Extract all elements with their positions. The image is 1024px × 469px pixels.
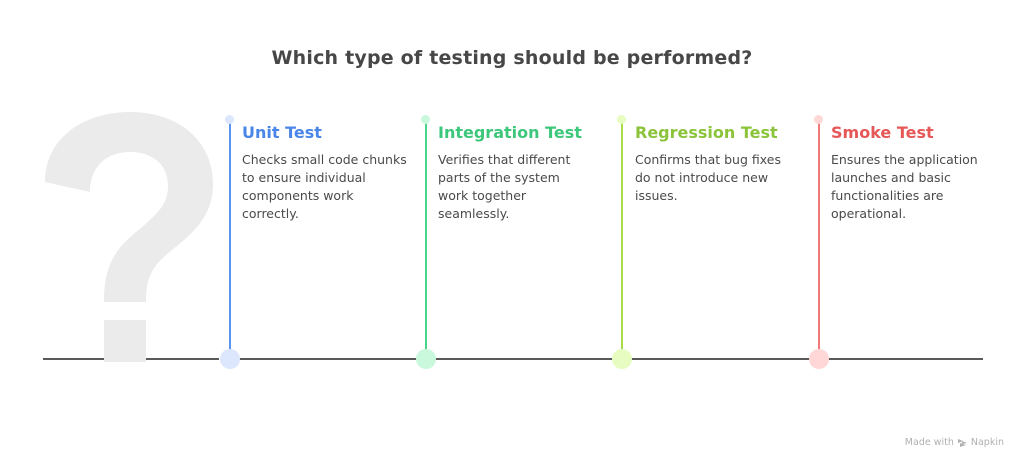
regression-test-title: Regression Test xyxy=(635,123,778,142)
smoke-test-top-dot xyxy=(814,115,823,124)
smoke-test-description: Ensures the application launches and bas… xyxy=(831,152,978,221)
unit-test-title: Unit Test xyxy=(242,123,322,142)
smoke-test-title: Smoke Test xyxy=(831,123,934,142)
regression-test-connector-line xyxy=(621,120,623,358)
integration-test-title: Integration Test xyxy=(438,123,582,142)
timeline-baseline-segment xyxy=(146,358,219,360)
unit-test-description: Checks small code chunks to ensure indiv… xyxy=(242,152,407,221)
regression-test-card: Regression Test Confirms that bug fixes … xyxy=(635,122,800,205)
unit-test-connector-line xyxy=(229,120,231,358)
unit-test-card: Unit Test Checks small code chunks to en… xyxy=(242,122,412,223)
integration-test-timeline-node xyxy=(416,349,436,369)
smoke-test-connector-line xyxy=(818,120,820,358)
timeline-baseline xyxy=(239,358,983,360)
napkin-logo-icon xyxy=(957,438,967,447)
smoke-test-timeline-node xyxy=(809,349,829,369)
integration-test-top-dot xyxy=(421,115,430,124)
regression-test-description: Confirms that bug fixes do not introduce… xyxy=(635,152,781,203)
regression-test-timeline-node xyxy=(612,349,632,369)
napkin-watermark[interactable]: Made with Napkin xyxy=(905,437,1004,448)
made-with-label: Made with xyxy=(904,437,954,448)
integration-test-connector-line xyxy=(425,120,427,358)
integration-test-card: Integration Test Verifies that different… xyxy=(438,122,588,223)
napkin-brand-label: Napkin xyxy=(970,437,1004,448)
timeline-baseline-segment xyxy=(43,358,104,360)
smoke-test-card: Smoke Test Ensures the application launc… xyxy=(831,122,991,223)
unit-test-top-dot xyxy=(225,115,234,124)
integration-test-description: Verifies that different parts of the sys… xyxy=(438,152,571,221)
regression-test-top-dot xyxy=(617,115,626,124)
page-title: Which type of testing should be performe… xyxy=(271,47,753,69)
question-mark-icon xyxy=(45,112,213,362)
unit-test-timeline-node xyxy=(220,349,240,369)
